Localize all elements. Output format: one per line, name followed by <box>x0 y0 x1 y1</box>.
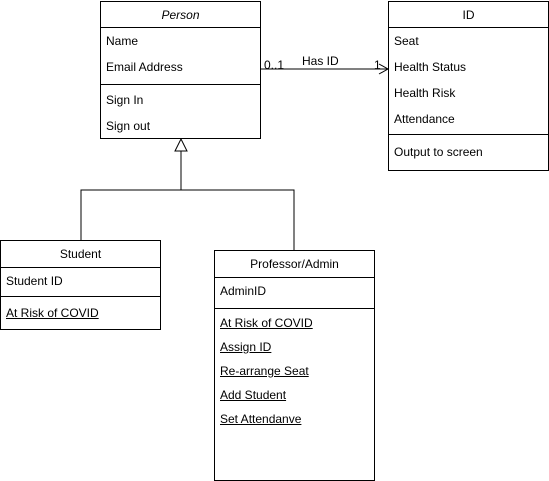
class-id-header: ID <box>389 2 548 28</box>
class-student-operations: At Risk of COVID <box>1 297 160 326</box>
attribute-row: Attendance <box>394 112 455 126</box>
class-student-attributes: Student ID <box>1 268 160 297</box>
operation-row: Set Attendanve <box>220 412 302 426</box>
class-professor-admin-attributes: AdminID <box>215 278 374 309</box>
operation-row: Re-arrange Seat <box>220 364 309 378</box>
attribute-row: Email Address <box>106 60 183 74</box>
class-person-attributes: Name Email Address <box>101 28 260 85</box>
class-person-header: Person <box>101 2 260 28</box>
association-label: Has ID <box>302 54 339 68</box>
generalization-line-student <box>80 151 182 240</box>
operation-row: Add Student <box>220 388 287 402</box>
inheritance-triangle <box>174 137 188 152</box>
class-id-operations: Output to screen <box>389 135 548 165</box>
class-student[interactable]: Student Student ID At Risk of COVID <box>0 240 161 330</box>
operation-row: Sign In <box>106 93 144 107</box>
class-student-header: Student <box>1 241 160 268</box>
operation-row: At Risk of COVID <box>220 316 313 330</box>
attribute-row: Name <box>106 34 139 48</box>
attribute-row: Health Risk <box>394 86 456 100</box>
source-multiplicity: 0..1 <box>264 58 285 72</box>
attribute-row: Student ID <box>6 274 63 288</box>
class-id-attributes: Seat Health Status Health Risk Attendanc… <box>389 28 548 135</box>
operation-row: Assign ID <box>220 340 272 354</box>
class-id[interactable]: ID Seat Health Status Health Risk Attend… <box>388 1 549 171</box>
target-multiplicity: 1 <box>374 58 381 72</box>
operation-row: Sign out <box>106 119 151 133</box>
operation-row: Output to screen <box>394 145 483 159</box>
attribute-row: Health Status <box>394 60 467 74</box>
operation-row: At Risk of COVID <box>6 306 99 320</box>
attribute-row: AdminID <box>220 284 267 298</box>
class-person-operations: Sign In Sign out <box>101 85 260 139</box>
class-professor-admin-operations: At Risk of COVID Assign ID Re-arrange Se… <box>215 309 374 431</box>
class-professor-admin[interactable]: Professor/Admin AdminID At Risk of COVID… <box>214 250 375 481</box>
attribute-row: Seat <box>394 34 419 48</box>
generalization-line-professor <box>181 189 295 250</box>
class-professor-admin-header: Professor/Admin <box>215 251 374 278</box>
class-person[interactable]: Person Name Email Address Sign In Sign o… <box>100 1 261 139</box>
